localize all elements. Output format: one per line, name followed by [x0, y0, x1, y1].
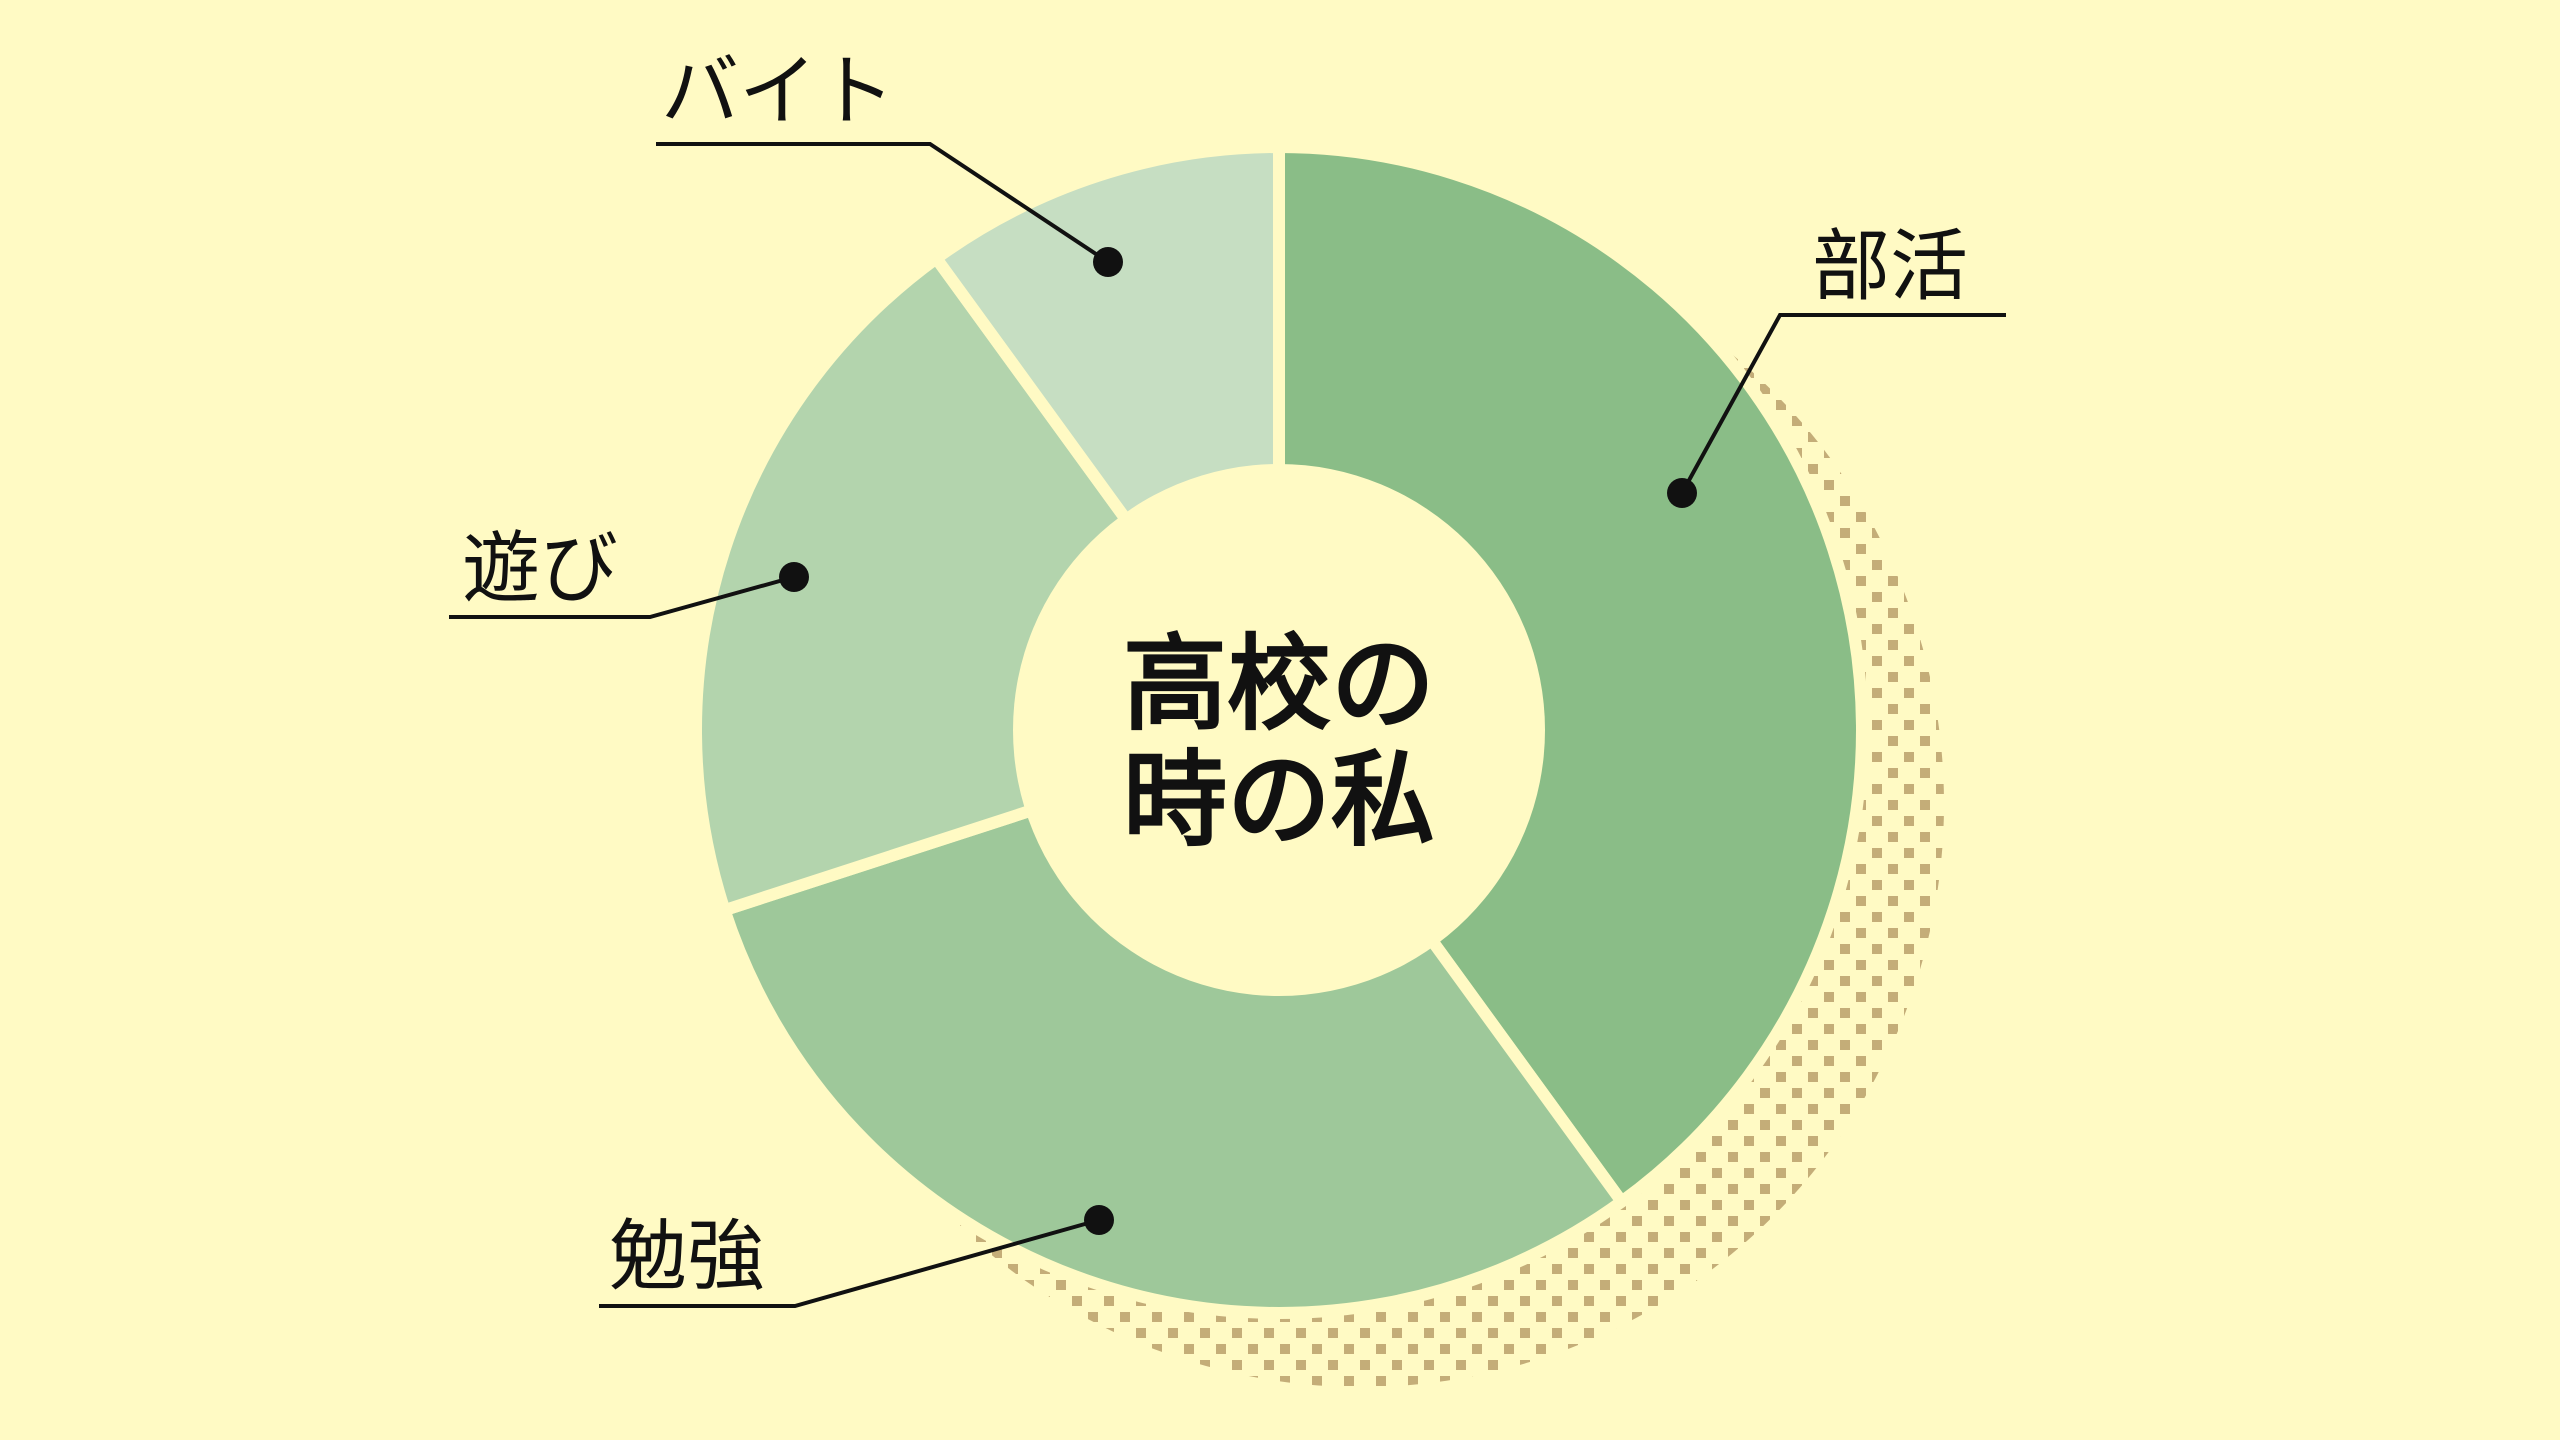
donut-hole	[1013, 464, 1545, 996]
leader-line-asobi	[449, 575, 795, 619]
leader-dot-benkyo	[1084, 1205, 1114, 1235]
slice-部活	[1273, 141, 1868, 1208]
leader-line-benkyo	[599, 1218, 1100, 1308]
label-benkyo: 勉強	[609, 1212, 765, 1302]
leader-dot-bukatsu	[1667, 478, 1697, 508]
leader-line-baito	[656, 142, 1110, 264]
center-title-line-2: 時の私	[1123, 739, 1435, 861]
leader-dot-baito	[1093, 247, 1123, 277]
slice-勉強	[718, 724, 1628, 1319]
leader-dot-asobi	[779, 562, 809, 592]
leader-line-bukatsu	[1680, 313, 2006, 494]
label-baito: バイト	[661, 47, 895, 137]
label-bukatsu: 部活	[1812, 222, 1968, 312]
label-asobi: 遊び	[462, 524, 618, 614]
center-title-line-1: 高校の	[1123, 623, 1435, 745]
